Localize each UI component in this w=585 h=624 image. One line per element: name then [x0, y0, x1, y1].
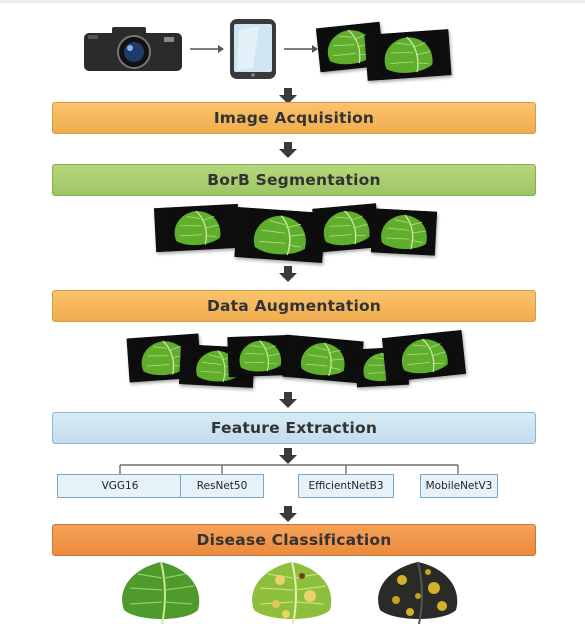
stage-data-augmentation: Data Augmentation	[52, 290, 536, 322]
model-vgg16: VGG16	[57, 474, 183, 498]
leaf-photo-icon	[370, 208, 438, 256]
stage-label: Feature Extraction	[210, 419, 378, 437]
right-arrow-icon	[190, 45, 224, 53]
model-label: MobileNetV3	[425, 480, 493, 492]
leaf-photo-icon	[312, 203, 380, 253]
stage-label: Image Acquisition	[213, 109, 375, 127]
model-label: ResNet50	[196, 480, 248, 492]
smartphone-icon	[230, 19, 276, 79]
camera-icon	[84, 27, 182, 71]
stage-label: Disease Classification	[196, 531, 392, 549]
stage-feature-extraction: Feature Extraction	[52, 412, 536, 444]
down-arrow-icon	[279, 266, 297, 282]
healthy-leaf-icon	[122, 561, 200, 624]
model-mobilenetv3: MobileNetV3	[420, 474, 498, 498]
stage-borb-segmentation: BorB Segmentation	[52, 164, 536, 196]
leaf-photo-icon	[364, 29, 452, 81]
stage-image-acquisition: Image Acquisition	[52, 102, 536, 134]
spotted-leaf-icon	[252, 561, 332, 624]
stage-label: BorB Segmentation	[207, 171, 381, 189]
stage-disease-classification: Disease Classification	[52, 524, 536, 556]
stage-label: Data Augmentation	[206, 297, 382, 315]
right-arrow-icon	[284, 45, 318, 53]
model-connector	[119, 464, 459, 474]
down-arrow-icon	[279, 142, 297, 158]
down-arrow-icon	[279, 506, 297, 522]
model-label: VGG16	[101, 480, 139, 492]
leaf-photo-icon	[153, 203, 241, 253]
model-resnet50: ResNet50	[180, 474, 264, 498]
model-label: EfficientNetB3	[308, 480, 384, 492]
model-efficientnetb3: EfficientNetB3	[298, 474, 394, 498]
down-arrow-icon	[279, 392, 297, 408]
leaf-photo-icon	[282, 334, 364, 384]
leaf-photo-icon	[381, 329, 467, 383]
diseased-leaf-icon	[378, 561, 458, 624]
top-divider	[0, 0, 585, 3]
